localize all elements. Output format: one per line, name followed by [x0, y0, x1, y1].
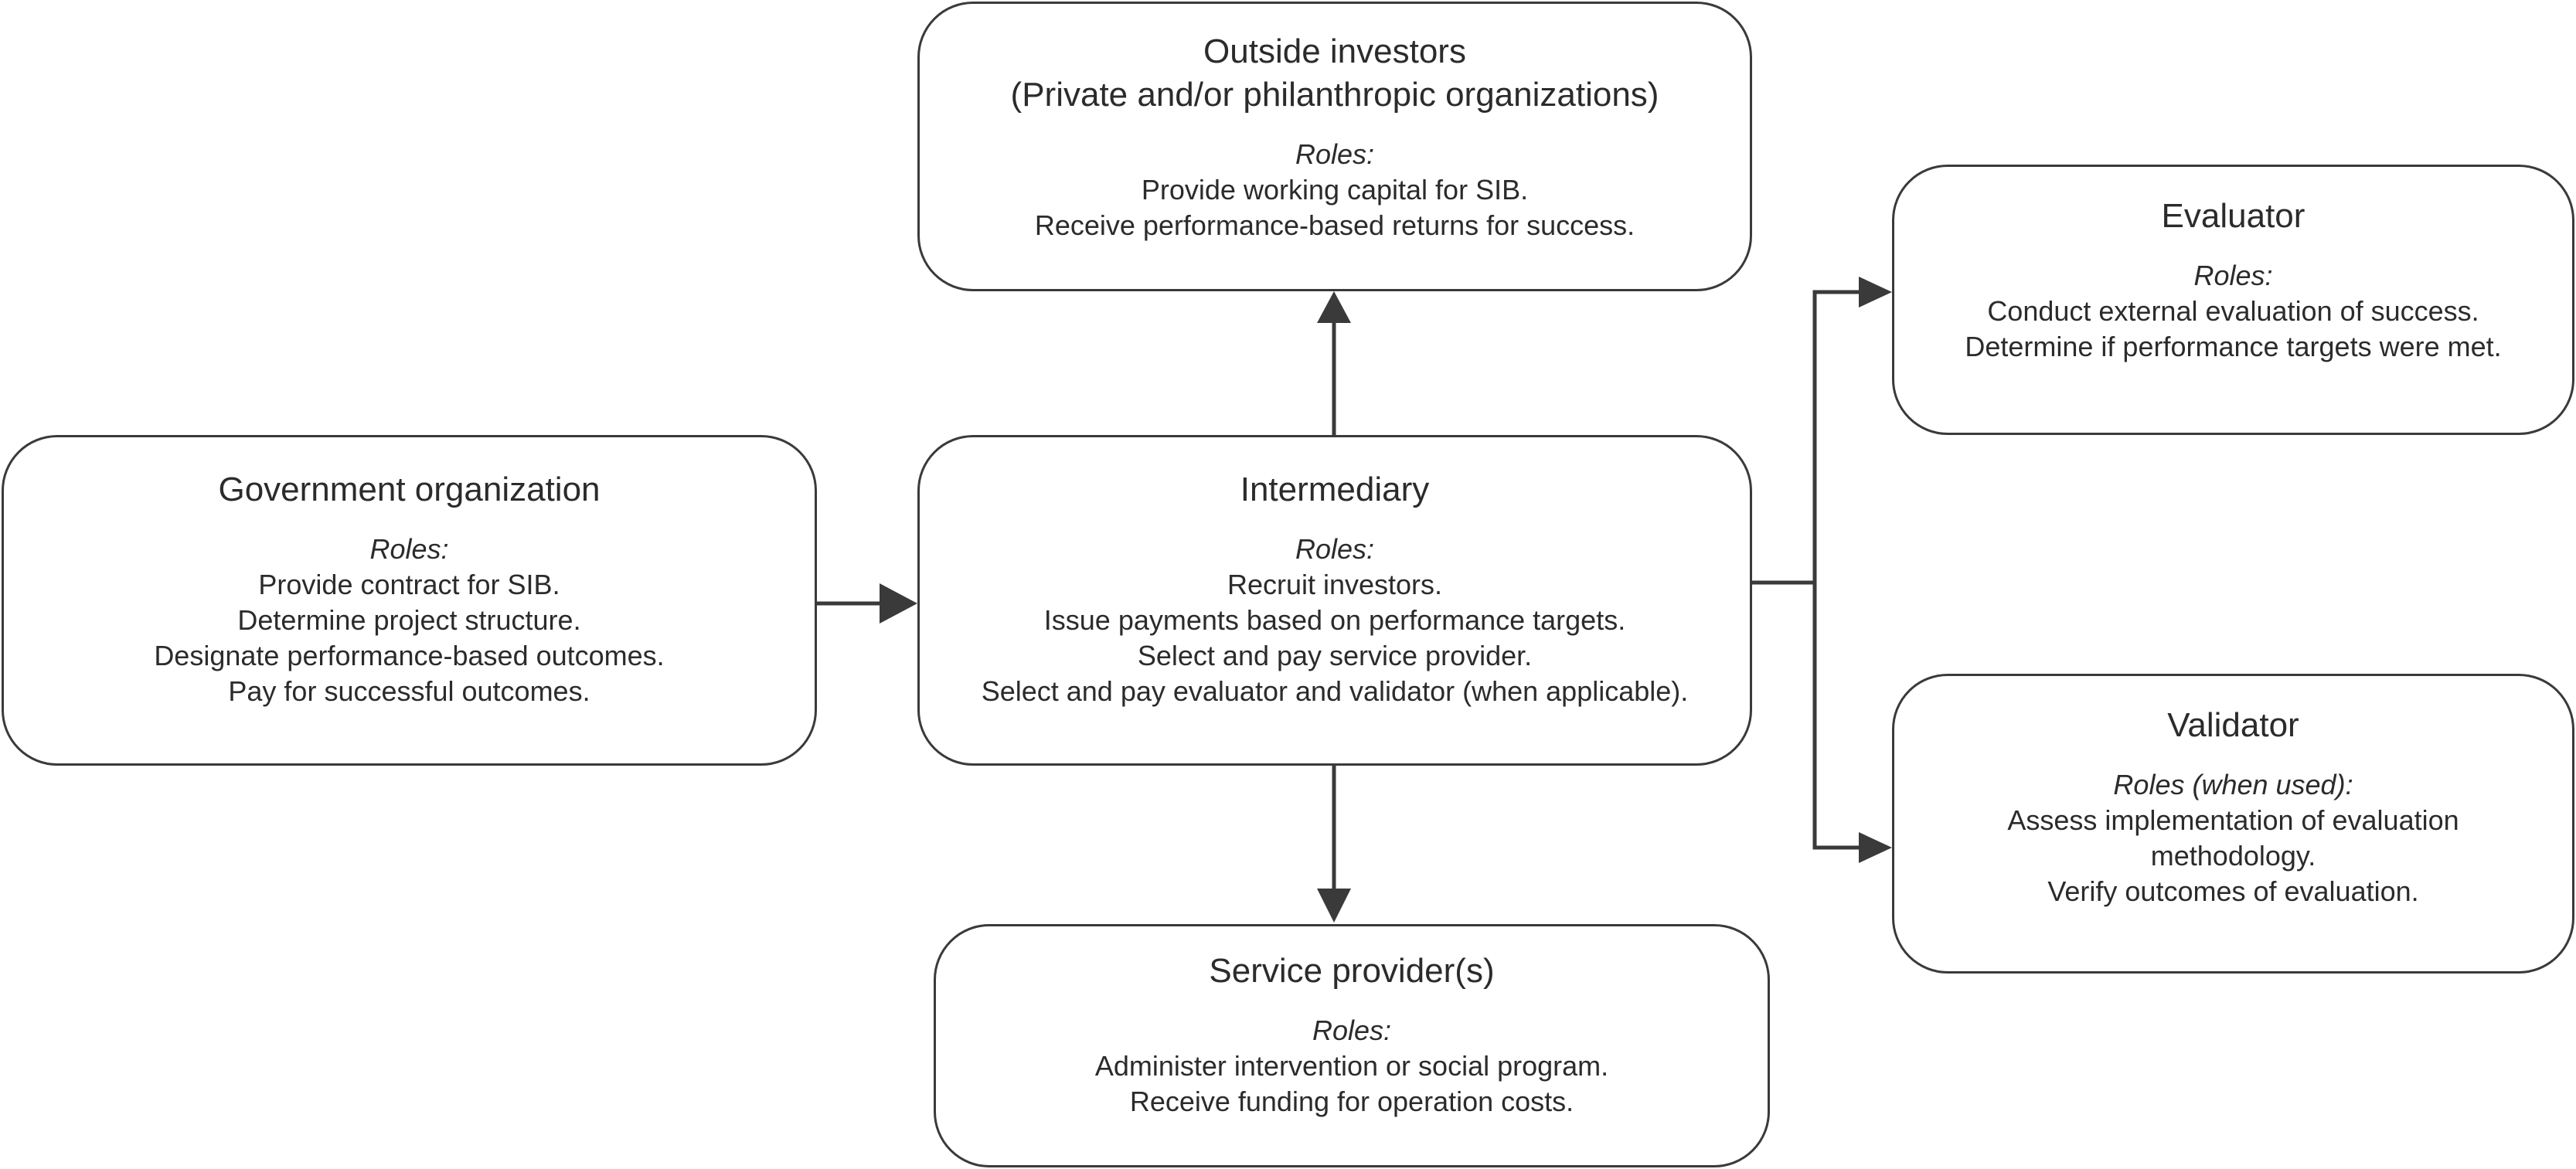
role-line: Provide working capital for SIB. — [1141, 174, 1529, 206]
role-line: Determine project structure. — [237, 604, 581, 636]
role-line: Issue payments based on performance targ… — [1043, 604, 1626, 636]
service-provider-box: Service provider(s) Roles: Administer in… — [934, 924, 1770, 1167]
roles-label: Roles: — [1295, 138, 1375, 170]
role-line: Receive funding for operation costs. — [1129, 1086, 1574, 1117]
role-line: Provide contract for SIB. — [258, 569, 560, 600]
role-line: Recruit investors. — [1227, 569, 1443, 600]
role-line: Verify outcomes of evaluation. — [2047, 875, 2419, 907]
arrowhead-into-intermediary — [880, 583, 917, 624]
arrowhead-into-evaluator — [1859, 277, 1892, 308]
role-line: Designate performance-based outcomes. — [154, 640, 665, 671]
box-subtitle: (Private and/or philanthropic organizati… — [1010, 76, 1659, 114]
intermediary-box: Intermediary Roles: Recruit investors. I… — [917, 435, 1752, 766]
connector-to-validator — [1812, 583, 1859, 850]
role-line: Administer intervention or social progra… — [1094, 1050, 1609, 1082]
roles-label: Roles: — [1295, 533, 1375, 565]
arrowhead-into-validator — [1859, 832, 1892, 863]
roles-label: Roles: — [369, 533, 449, 565]
arrowhead-into-investors — [1317, 291, 1351, 323]
box-title: Government organization — [218, 471, 601, 508]
evaluator-box: Evaluator Roles: Conduct external evalua… — [1892, 165, 2574, 435]
government-organization-box: Government organization Roles: Provide c… — [2, 435, 817, 766]
arrowhead-into-provider — [1317, 889, 1351, 923]
validator-box: Validator Roles (when used): Assess impl… — [1892, 674, 2574, 974]
role-line: Determine if performance targets were me… — [1965, 331, 2502, 362]
role-line: Assess implementation of evaluation — [2007, 804, 2459, 836]
roles-label: Roles (when used): — [2113, 769, 2353, 800]
outside-investors-box: Outside investors (Private and/or philan… — [917, 2, 1752, 291]
roles-label: Roles: — [1312, 1014, 1392, 1046]
box-title: Service provider(s) — [1209, 952, 1495, 990]
box-title: Validator — [2167, 706, 2299, 744]
role-line: Select and pay service provider. — [1137, 640, 1533, 671]
box-title: Intermediary — [1240, 471, 1430, 508]
role-line: Conduct external evaluation of success. — [1987, 295, 2479, 327]
roles-label: Roles: — [2193, 260, 2273, 291]
role-line: Pay for successful outcomes. — [228, 675, 590, 707]
connector-to-evaluator — [1812, 290, 1859, 583]
box-title: Outside investors — [1203, 32, 1466, 70]
box-title: Evaluator — [2161, 197, 2305, 235]
role-line: Receive performance-based returns for su… — [1034, 209, 1635, 241]
role-line: methodology. — [2150, 840, 2316, 872]
role-line: Select and pay evaluator and validator (… — [981, 675, 1689, 707]
